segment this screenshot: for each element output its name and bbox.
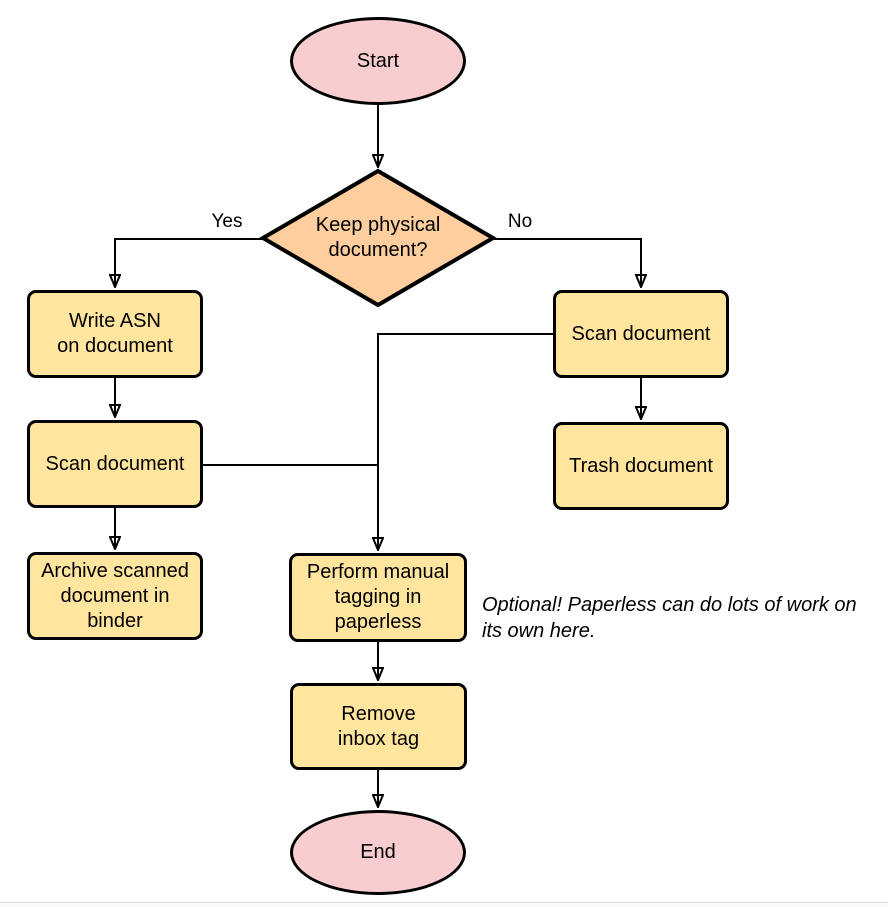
- node-label: Remove inbox tag: [337, 702, 420, 750]
- page-bottom-divider: [0, 902, 888, 903]
- node-label: End: [360, 841, 396, 863]
- node-label: Scan document: [45, 452, 185, 475]
- node-write-asn: Write ASN on document: [27, 290, 203, 378]
- node-label: Write ASN on document: [57, 310, 173, 357]
- edge-label-no: No: [507, 211, 533, 232]
- edge-label-yes: Yes: [211, 211, 243, 232]
- node-perform-tagging: Perform manual tagging in paperless: [289, 553, 467, 642]
- node-label: Scan document: [571, 322, 711, 345]
- node-label: Start: [356, 49, 400, 72]
- node-trash-document: Trash document: [553, 422, 729, 510]
- edge-scanright-to-tagging: [378, 333, 553, 550]
- node-start: Start: [290, 17, 466, 105]
- node-label: Archive scanned document in binder: [41, 559, 189, 632]
- node-scan-document-right: Scan document: [553, 290, 729, 378]
- node-decision: Keep physical document?: [259, 168, 497, 308]
- page-bottom-margin: [0, 903, 888, 907]
- node-archive-binder: Archive scanned document in binder: [27, 552, 203, 640]
- node-label: Keep physical document?: [315, 214, 441, 261]
- diamond-shape: [259, 168, 497, 308]
- node-end: End: [290, 810, 466, 895]
- edge-yes-branch: [115, 238, 263, 287]
- annotation-note: Optional! Paperless can do lots of work …: [482, 594, 857, 642]
- node-remove-inbox-tag: Remove inbox tag: [290, 683, 467, 770]
- edge-no-branch: [491, 238, 641, 287]
- node-scan-document-left: Scan document: [27, 420, 203, 508]
- node-label: Trash document: [569, 454, 713, 477]
- node-label: Perform manual tagging in paperless: [306, 561, 450, 633]
